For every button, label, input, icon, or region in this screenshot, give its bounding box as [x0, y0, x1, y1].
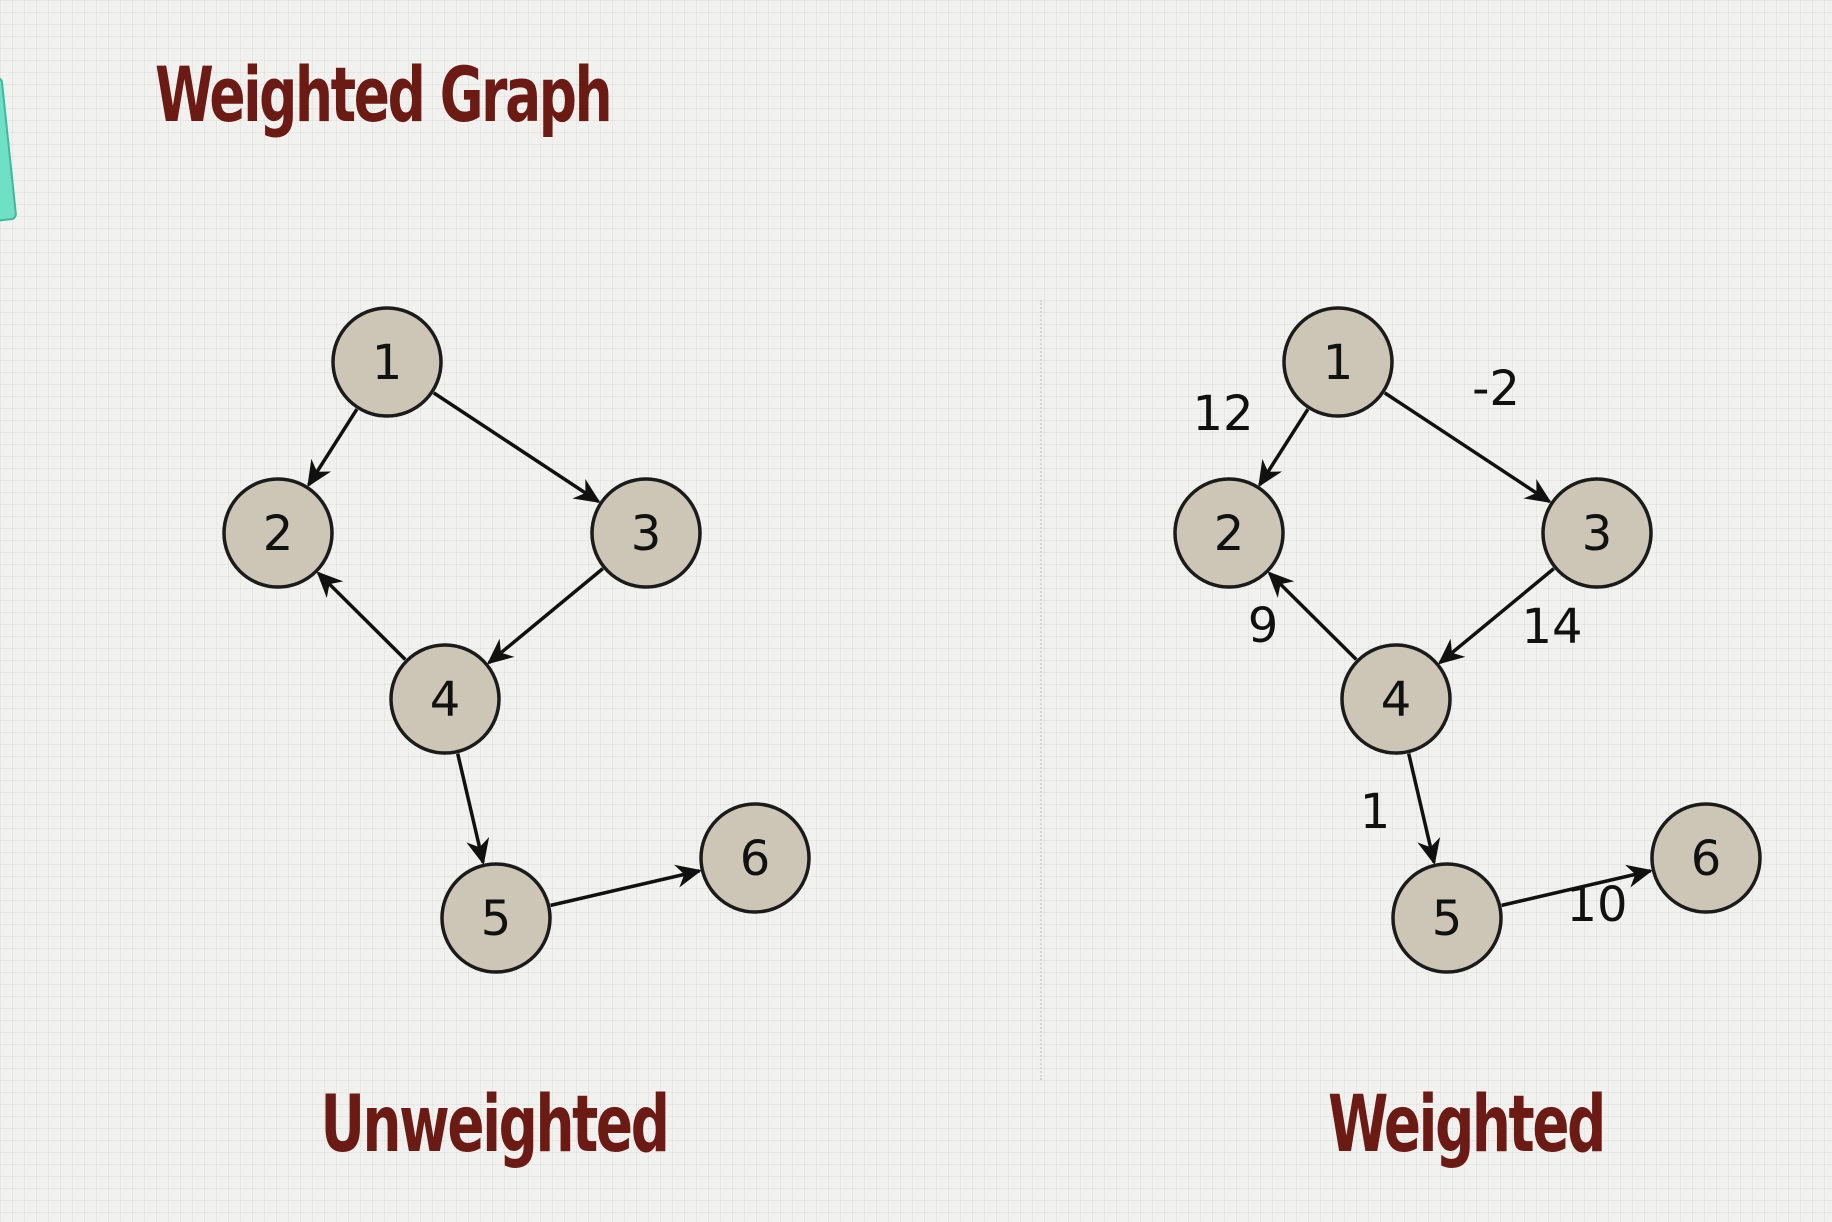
- unweighted-edge-4-2: [316, 571, 407, 661]
- weighted-caption: Weighted: [1327, 1080, 1606, 1170]
- weighted-edge-1-2: [1258, 408, 1310, 488]
- node-circle: [1340, 643, 1452, 755]
- weighted-edge-5-6: [1501, 864, 1654, 908]
- weighted-node-5: 5: [1391, 862, 1503, 974]
- node-circle: [440, 862, 552, 974]
- unweighted-edge-4-5: [455, 753, 490, 866]
- edge-weight-1-3: -2: [1472, 361, 1520, 417]
- node-label: 2: [1214, 506, 1245, 562]
- weighted-node-4: 4: [1340, 643, 1452, 755]
- weighted-node-1: 1: [1282, 306, 1394, 418]
- weighted-edge-3-4: [1437, 567, 1555, 665]
- node-circle: [699, 802, 811, 914]
- node-label: 6: [740, 831, 771, 887]
- node-circle: [389, 643, 501, 755]
- weighted-edge-4-2: [1267, 571, 1358, 661]
- weighted-node-2: 2: [1173, 477, 1285, 589]
- node-label: 1: [1323, 335, 1354, 391]
- edge-weight-5-6: 10: [1566, 877, 1627, 933]
- edge-weight-1-2: 12: [1192, 386, 1253, 442]
- unweighted-edge-1-2: [307, 408, 359, 488]
- unweighted-node-3: 3: [590, 477, 702, 589]
- unweighted-graph: 1 2 3 4 5 6: [222, 306, 811, 974]
- weighted-node-3: 3: [1541, 477, 1653, 589]
- unweighted-node-2: 2: [222, 477, 334, 589]
- unweighted-node-4: 4: [389, 643, 501, 755]
- node-label: 3: [631, 506, 662, 562]
- unweighted-caption: Unweighted: [320, 1080, 669, 1170]
- slide-title: Weighted Graph: [155, 50, 613, 139]
- node-circle: [222, 477, 334, 589]
- node-label: 2: [263, 506, 294, 562]
- weighted-edge-4-5: [1406, 753, 1441, 866]
- node-label: 5: [1432, 891, 1463, 947]
- node-circle: [1282, 306, 1394, 418]
- node-circle: [1173, 477, 1285, 589]
- weighted-edge-1-3: [1383, 391, 1552, 504]
- node-circle: [1391, 862, 1503, 974]
- node-label: 5: [481, 891, 512, 947]
- unweighted-edge-5-6: [550, 864, 703, 908]
- node-circle: [590, 477, 702, 589]
- unweighted-node-6: 6: [699, 802, 811, 914]
- node-label: 3: [1582, 506, 1613, 562]
- node-label: 1: [372, 335, 403, 391]
- edge-weight-3-4: 14: [1521, 599, 1582, 655]
- unweighted-edge-1-3: [432, 391, 601, 504]
- edge-weight-4-5: 1: [1360, 784, 1391, 840]
- unweighted-edge-3-4: [486, 567, 604, 665]
- panel-divider: [1040, 300, 1042, 1080]
- node-circle: [1541, 477, 1653, 589]
- unweighted-node-5: 5: [440, 862, 552, 974]
- weighted-node-6: 6: [1650, 802, 1762, 914]
- unweighted-node-1: 1: [331, 306, 443, 418]
- edge-weight-4-2: 9: [1248, 598, 1279, 654]
- node-circle: [1650, 802, 1762, 914]
- node-label: 4: [430, 672, 461, 728]
- node-label: 4: [1381, 672, 1412, 728]
- node-label: 6: [1691, 831, 1722, 887]
- node-circle: [331, 306, 443, 418]
